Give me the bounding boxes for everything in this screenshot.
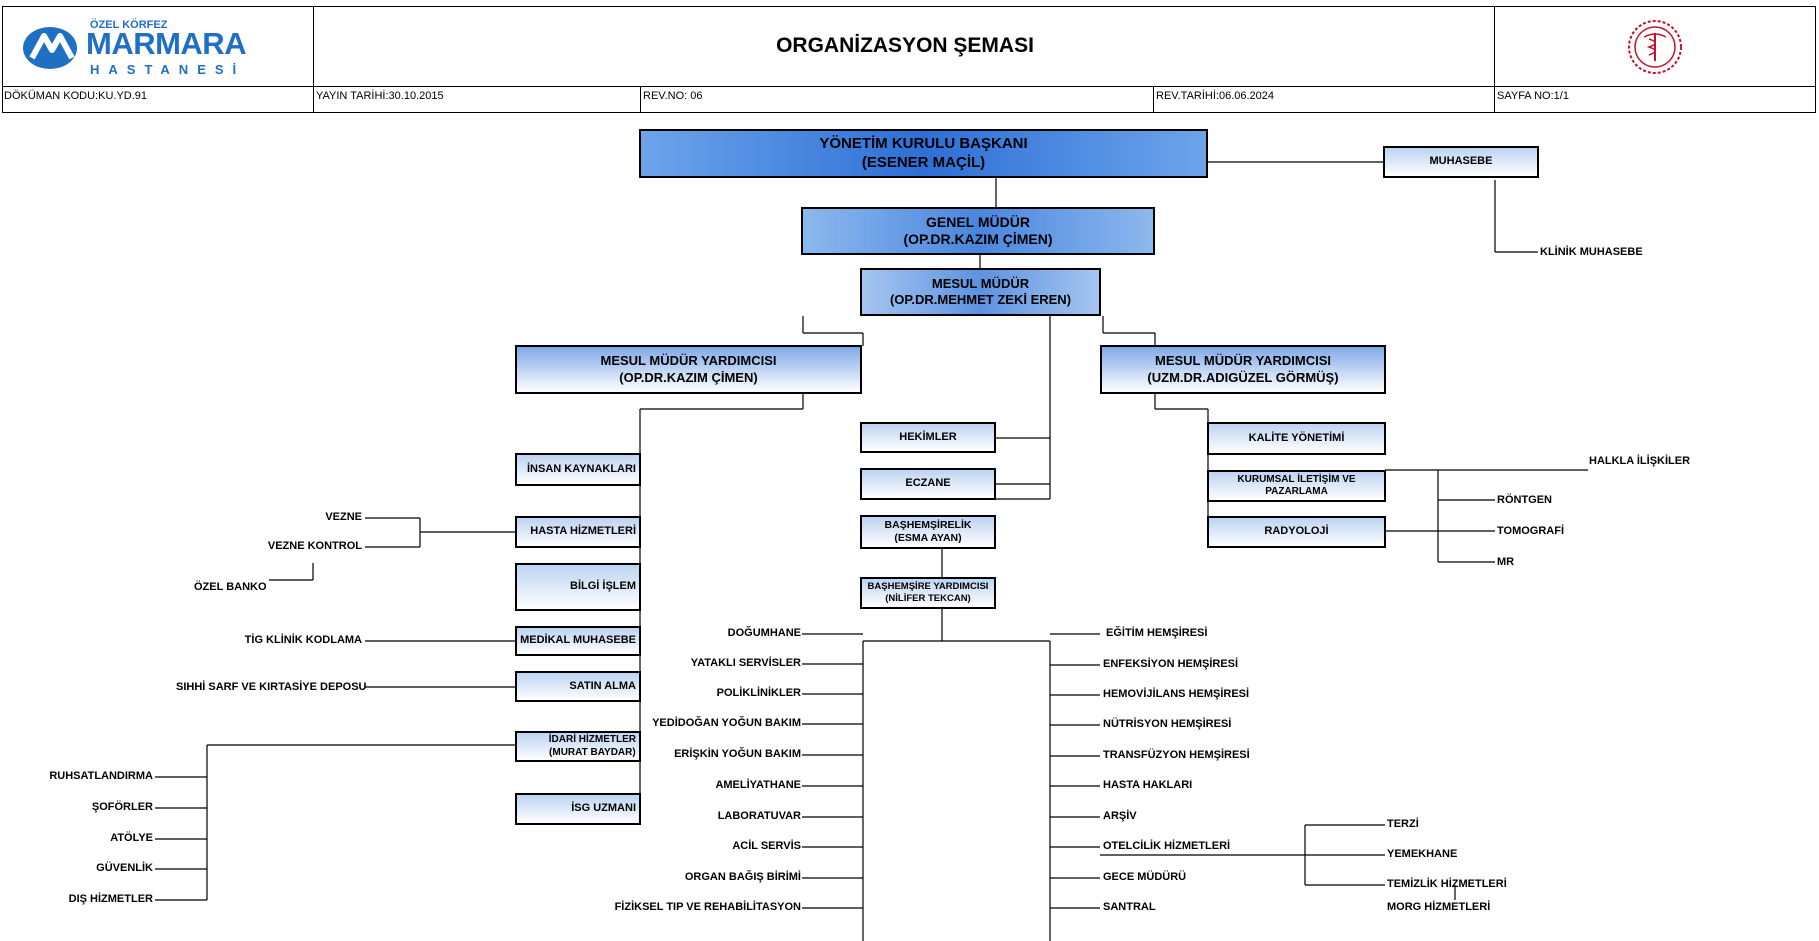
header-divider bbox=[313, 6, 314, 113]
sub-dis-hizmetler: DIŞ HİZMETLER bbox=[68, 893, 153, 905]
rev-date: REV.TARİHİ:06.06.2024 bbox=[1156, 90, 1275, 102]
nurse-left-3: YEDİDOĞAN YOĞUN BAKIM bbox=[652, 717, 801, 729]
marmara-logo-icon bbox=[23, 27, 77, 69]
sub-vezne-kontrol: VEZNE KONTROL bbox=[267, 540, 362, 552]
publish-date: YAYIN TARİHİ:30.10.2015 bbox=[316, 90, 444, 102]
nurse-right-3: NÜTRİSYON HEMŞİRESİ bbox=[1103, 718, 1232, 730]
nurse-left-6: LABORATUVAR bbox=[717, 810, 801, 822]
nurse-left-9: FİZİKSEL TIP VE REHABİLİTASYON bbox=[614, 901, 801, 913]
sub-guvenlik: GÜVENLİK bbox=[96, 862, 153, 874]
logo-top-text: ÖZEL KÖRFEZ bbox=[90, 19, 168, 31]
nurse-right-8: GECE MÜDÜRÜ bbox=[1103, 871, 1187, 883]
sub-tig-klinik-kodlama: TİG KLİNİK KODLAMA bbox=[244, 634, 362, 646]
header-divider bbox=[640, 86, 641, 113]
header-divider bbox=[2, 86, 1816, 87]
nurse-right-2: HEMOVİJİLANS HEMŞİRESİ bbox=[1103, 688, 1250, 700]
unit-idari-hizmetler: İDARİ HİZMETLER (MURAT BAYDAR) bbox=[515, 731, 641, 762]
nurse-left-2: POLİKLİNİKLER bbox=[716, 687, 801, 699]
logo-main-text: MARMARA bbox=[86, 26, 247, 61]
radyoloji-sub-tomografi: TOMOGRAFİ bbox=[1497, 525, 1565, 537]
nurse-left-8: ORGAN BAĞIŞ BİRİMİ bbox=[684, 871, 801, 883]
sub-atolye: ATÖLYE bbox=[110, 832, 153, 844]
hospital-logo: ÖZEL KÖRFEZ MARMARA HASTANESİ bbox=[22, 18, 292, 77]
general-manager-box: GENEL MÜDÜR (OP.DR.KAZIM ÇİMEN) bbox=[801, 207, 1155, 255]
chairman-box: YÖNETİM KURULU BAŞKANI (ESENER MAÇİL) bbox=[639, 129, 1208, 178]
unit-insan-kaynaklari: İNSAN KAYNAKLARI bbox=[515, 453, 641, 486]
nurse-right-4: TRANSFÜZYON HEMŞİRESİ bbox=[1103, 749, 1250, 761]
page-no: SAYFA NO:1/1 bbox=[1497, 90, 1569, 102]
muhasebe-box: MUHASEBE bbox=[1383, 146, 1539, 178]
unit-medikal-muhasebe: MEDİKAL MUHASEBE bbox=[515, 626, 641, 656]
header-divider bbox=[1153, 86, 1154, 113]
unit-hekimler: HEKİMLER bbox=[860, 422, 996, 453]
hotel-sub-yemekhane: YEMEKHANE bbox=[1387, 848, 1458, 860]
hotel-sub-morg: MORG HİZMETLERİ bbox=[1387, 901, 1491, 913]
responsible-manager-box: MESUL MÜDÜR (OP.DR.MEHMET ZEKİ EREN) bbox=[860, 268, 1101, 316]
unit-eczane: ECZANE bbox=[860, 468, 996, 500]
deputy-right-box: MESUL MÜDÜR YARDIMCISI (UZM.DR.ADIGÜZEL … bbox=[1100, 345, 1386, 394]
sub-ozel-banko: ÖZEL BANKO bbox=[194, 581, 267, 593]
sub-ruhsatlandirma: RUHSATLANDIRMA bbox=[49, 770, 153, 782]
rev-no: REV.NO: 06 bbox=[643, 90, 703, 102]
unit-radyoloji: RADYOLOJİ bbox=[1207, 516, 1386, 548]
nurse-left-7: ACİL SERVİS bbox=[732, 840, 801, 852]
logo-sub-text: HASTANESİ bbox=[90, 62, 246, 77]
nurse-left-0: DOĞUMHANE bbox=[727, 627, 801, 639]
nurse-right-7: OTELCİLİK HİZMETLERİ bbox=[1103, 840, 1231, 852]
unit-kurumsal-iletisim: KURUMSAL İLETİŞİM VE PAZARLAMA bbox=[1207, 470, 1386, 502]
nurse-left-5: AMELİYATHANE bbox=[715, 779, 801, 791]
unit-bashemsirelik: BAŞHEMŞİRELİK (ESMA AYAN) bbox=[860, 515, 996, 549]
page-title: ORGANİZASYON ŞEMASI bbox=[776, 34, 1034, 57]
deputy-left-box: MESUL MÜDÜR YARDIMCISI (OP.DR.KAZIM ÇİME… bbox=[515, 345, 862, 394]
nurse-left-4: ERİŞKİN YOĞUN BAKIM bbox=[674, 748, 801, 760]
sub-sihhi-sarf: SIHHİ SARF VE KIRTASİYE DEPOSU bbox=[176, 681, 367, 693]
nurse-right-9: SANTRAL bbox=[1103, 901, 1156, 913]
unit-bashemsire-yardimcisi: BAŞHEMŞİRE YARDIMCISI (NİLİFER TEKCAN) bbox=[860, 577, 996, 609]
klinik-muhasebe-label: KLİNİK MUHASEBE bbox=[1540, 246, 1643, 258]
radyoloji-sub-rontgen: RÖNTGEN bbox=[1497, 494, 1552, 506]
radyoloji-sub-mr: MR bbox=[1497, 556, 1515, 568]
header-frame bbox=[2, 6, 1816, 113]
ministry-emblem-icon bbox=[1628, 20, 1682, 74]
hotel-sub-temizlik: TEMİZLİK HİZMETLERİ bbox=[1387, 878, 1507, 890]
nurse-right-1: ENFEKSİYON HEMŞİRESİ bbox=[1103, 658, 1239, 670]
nurse-right-5: HASTA HAKLARI bbox=[1103, 779, 1193, 791]
nurse-right-0: EĞİTİM HEMŞİRESİ bbox=[1106, 627, 1208, 639]
header-divider bbox=[1494, 6, 1495, 113]
unit-hasta-hizmetleri: HASTA HİZMETLERİ bbox=[515, 516, 641, 548]
nurse-right-6: ARŞİV bbox=[1103, 810, 1137, 822]
halkla-iliskiler-label: HALKLA İLİŞKİLER bbox=[1589, 455, 1691, 467]
hotel-sub-terzi: TERZİ bbox=[1387, 818, 1419, 830]
unit-bilgi-islem: BİLGİ İŞLEM bbox=[515, 563, 641, 611]
unit-isg-uzmani: İSG UZMANI bbox=[515, 793, 641, 825]
sub-soforler: ŞOFÖRLER bbox=[91, 801, 153, 813]
nurse-left-1: YATAKLI SERVİSLER bbox=[690, 657, 801, 669]
sub-vezne: VEZNE bbox=[325, 511, 362, 523]
unit-kalite-yonetimi: KALİTE YÖNETİMİ bbox=[1207, 422, 1386, 455]
unit-satin-alma: SATIN ALMA bbox=[515, 671, 641, 702]
doc-code: DÖKÜMAN KODU:KU.YD.91 bbox=[4, 90, 148, 102]
